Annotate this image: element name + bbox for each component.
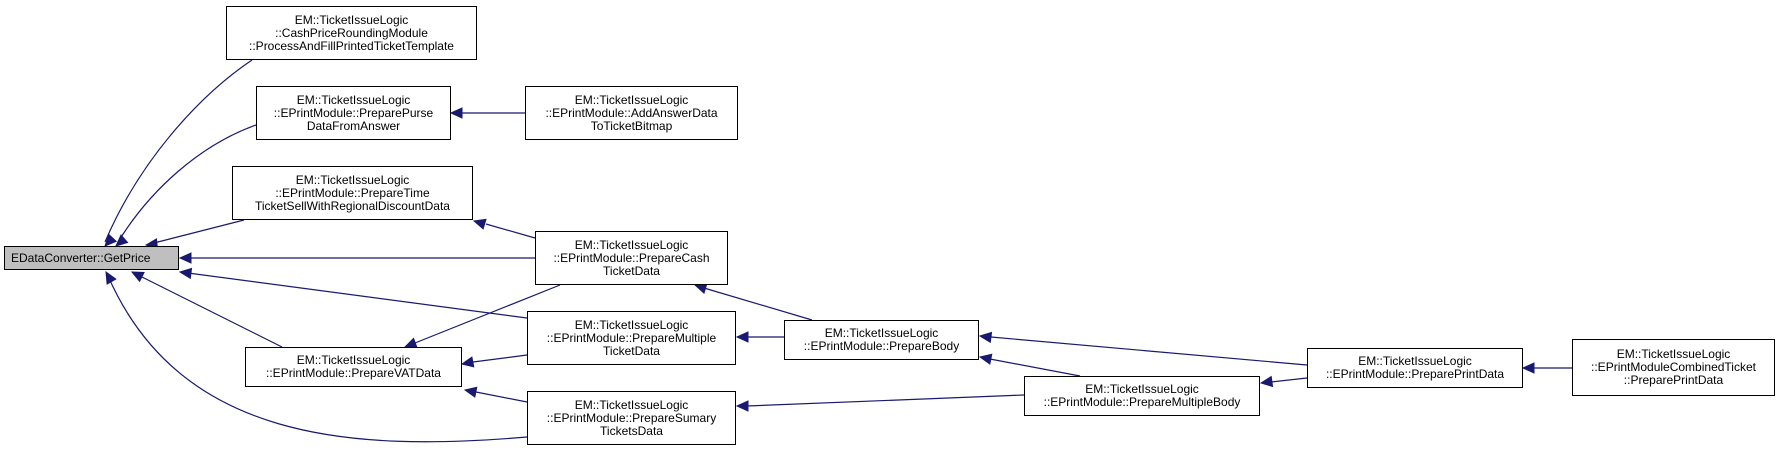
node-label: ToTicketBitmap [590, 118, 673, 133]
node-label: ::EPrintModule::PreparePurse [273, 105, 434, 120]
node-prepare-cash-ticket-data[interactable]: EM::TicketIssueLogic ::EPrintModule::Pre… [535, 231, 728, 285]
node-label: EM::TicketIssueLogic [296, 92, 411, 107]
node-label: ::CashPriceRoundingModule [275, 25, 428, 40]
arrowhead-printData-to-multiBody [1259, 375, 1274, 388]
node-label: ::EPrintModule::AddAnswerData [545, 105, 718, 120]
arrowhead-multiple-to-vat [460, 356, 475, 368]
node-label: EM::TicketIssueLogic [296, 353, 411, 367]
node-label: EM::TicketIssueLogic [294, 12, 409, 27]
node-label: ::EPrintModule::PrepareTime [275, 185, 430, 200]
arrowhead-cashRound-to-root [104, 233, 118, 247]
node-prepare-sumary-tickets-data[interactable]: EM::TicketIssueLogic ::EPrintModule::Pre… [527, 391, 736, 445]
edge-summary-to-vat [475, 391, 528, 403]
arrowhead-summary-to-root [105, 270, 117, 285]
arrowhead-cash-to-timeTicket [472, 218, 487, 230]
node-process-and-fill-printed-ticket-template[interactable]: EM::TicketIssueLogic ::CashPriceRounding… [226, 6, 477, 60]
node-prepare-vat-data[interactable]: EM::TicketIssueLogic ::EPrintModule::Pre… [245, 347, 462, 387]
edge-body-to-cash [703, 287, 813, 321]
edge-purse-to-root [117, 124, 257, 243]
arrowhead-multiple-to-root [178, 267, 193, 280]
node-label: EM::TicketIssueLogic [824, 326, 939, 340]
arrowhead-answer-to-purse [449, 107, 463, 119]
arrowhead-summary-to-vat [463, 386, 478, 398]
node-label: EM::TicketIssueLogic [295, 172, 410, 187]
node-label: ::EPrintModule::PrepareVATData [266, 366, 441, 380]
node-prepare-time-ticket-sell-with-regional-discount-data[interactable]: EM::TicketIssueLogic ::EPrintModule::Pre… [232, 166, 473, 220]
node-prepare-multiple-body[interactable]: EM::TicketIssueLogic ::EPrintModule::Pre… [1024, 376, 1260, 416]
arrowhead-multiBody-to-body [978, 353, 993, 365]
node-label: ::EPrintModuleCombinedTicket [1591, 360, 1756, 374]
arrowhead-cash-to-root [178, 252, 192, 264]
node-label: ::EPrintModule::PrepareBody [803, 339, 960, 353]
node-prepare-multiple-ticket-data[interactable]: EM::TicketIssueLogic ::EPrintModule::Pre… [527, 311, 736, 365]
arrowhead-purse-to-root [115, 234, 129, 247]
arrowhead-combined-to-printData [1521, 362, 1535, 374]
arrowhead-multiBody-to-summary [735, 400, 749, 412]
edge-cash-to-vat [414, 284, 561, 344]
node-label: EM::TicketIssueLogic [574, 237, 689, 252]
node-label: ::PreparePrintData [1623, 373, 1724, 387]
node-label: EM::TicketIssueLogic [1616, 347, 1731, 361]
edge-multiple-to-vat [472, 354, 528, 363]
node-label: ::EPrintModule::PreparePrintData [1325, 367, 1505, 381]
edge-cash-to-timeTicket [485, 223, 536, 239]
node-prepare-purse-data-from-answer[interactable]: EM::TicketIssueLogic ::EPrintModule::Pre… [256, 86, 451, 140]
edge-multiBody-to-body [989, 358, 1081, 377]
node-label: ::ProcessAndFillPrintedTicketTemplate [249, 38, 454, 53]
arrowhead-vat-to-root [130, 271, 145, 283]
edge-printData-to-multiBody [1270, 377, 1308, 383]
node-edataconverter-getprice[interactable]: EDataConverter::GetPrice [4, 246, 179, 270]
edge-multiple-to-root [187, 272, 528, 319]
node-label: ::EPrintModule::PrepareCash [553, 250, 710, 265]
node-label: ::EPrintModule::PrepareMultiple [546, 330, 717, 345]
node-label: DataFromAnswer [306, 118, 401, 133]
node-label: EM::TicketIssueLogic [1358, 354, 1472, 368]
edge-summary-to-root [107, 275, 528, 443]
node-label: EM::TicketIssueLogic [1085, 382, 1199, 396]
edge-printData-to-body [990, 336, 1308, 366]
node-label: TicketData [603, 343, 660, 358]
edge-cashRound-to-root [104, 59, 253, 243]
arrowhead-printData-to-body [978, 331, 993, 344]
node-label: EM::TicketIssueLogic [574, 317, 689, 332]
edge-multiBody-to-summary [746, 394, 1025, 407]
node-label: TicketsData [600, 423, 663, 438]
node-add-answer-data-to-ticket-bitmap[interactable]: EM::TicketIssueLogic ::EPrintModule::Add… [525, 86, 738, 140]
node-label: ::EPrintModule::PrepareMultipleBody [1043, 395, 1241, 409]
node-label: EM::TicketIssueLogic [574, 397, 689, 412]
node-label: ::EPrintModule::PrepareSumary [546, 410, 717, 425]
node-label: EDataConverter::GetPrice [11, 250, 151, 265]
node-label: EM::TicketIssueLogic [574, 92, 689, 107]
arrowhead-body-to-multiple [735, 331, 749, 343]
node-label: TicketSellWithRegionalDiscountData [255, 198, 450, 213]
node-combined-ticket-prepare-print-data[interactable]: EM::TicketIssueLogic ::EPrintModuleCombi… [1572, 339, 1775, 396]
node-label: TicketData [603, 263, 660, 278]
node-prepare-body[interactable]: EM::TicketIssueLogic ::EPrintModule::Pre… [784, 320, 979, 360]
edge-vat-to-root [137, 274, 283, 348]
edge-timeTicket-to-root [149, 219, 245, 245]
node-prepare-print-data[interactable]: EM::TicketIssueLogic ::EPrintModule::Pre… [1307, 348, 1523, 388]
